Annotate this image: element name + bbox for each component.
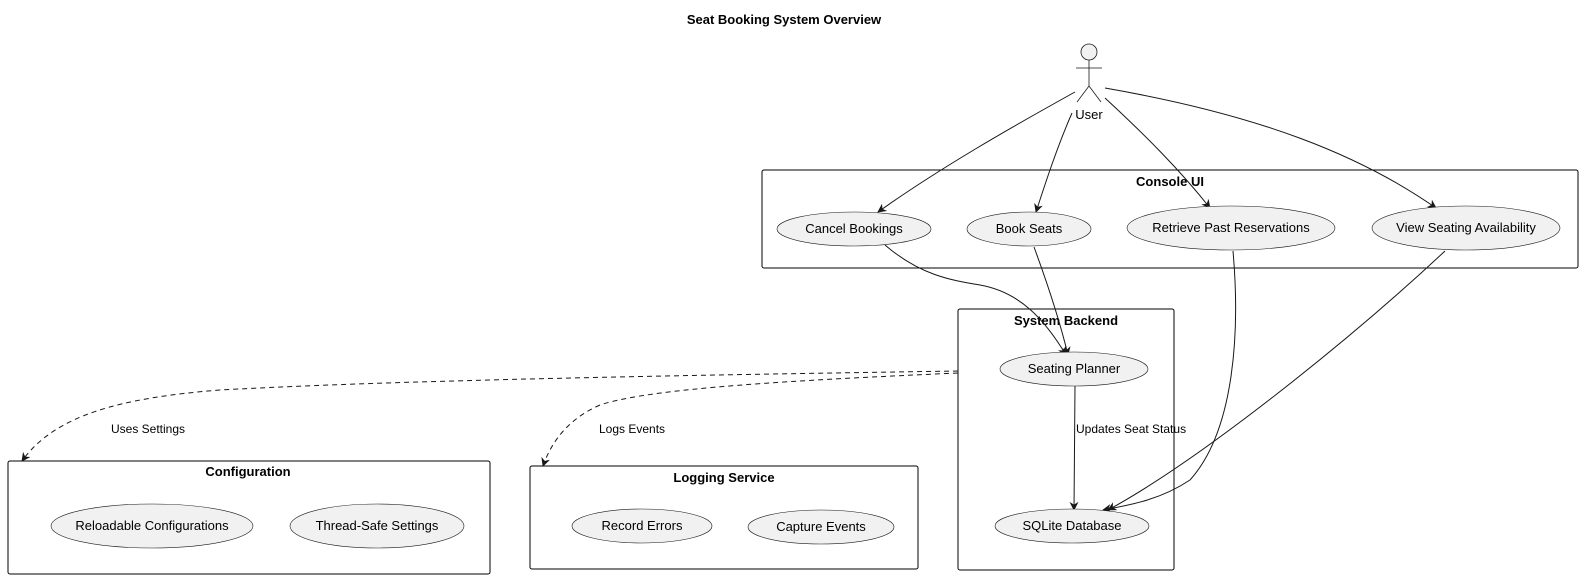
svg-text:Capture Events: Capture Events xyxy=(776,519,866,534)
edge-book-planner xyxy=(1033,246,1071,356)
svg-text:Book Seats: Book Seats xyxy=(996,221,1063,236)
edge-label-uses-settings: Uses Settings xyxy=(111,422,185,436)
package-label: Console UI xyxy=(1136,174,1204,189)
use-case-retrieve-past-reservations: Retrieve Past Reservations xyxy=(1126,205,1336,251)
edge-user-cancel xyxy=(877,91,1076,213)
actor-label: User xyxy=(1075,107,1103,122)
edge-cancel-planner xyxy=(884,244,1067,356)
use-case-cancel-bookings: Cancel Bookings xyxy=(776,211,932,247)
edge-retrieve-database xyxy=(1102,250,1237,513)
edge-label-logs-events: Logs Events xyxy=(599,422,665,436)
use-case-record-errors: Record Errors xyxy=(571,508,713,544)
edge-user-view xyxy=(1104,87,1437,209)
package-label: Configuration xyxy=(205,464,290,479)
edge-planner-database xyxy=(1069,385,1079,511)
edge-user-book xyxy=(1034,112,1073,213)
use-case-capture-events: Capture Events xyxy=(747,509,895,545)
edge-backend-logging xyxy=(541,372,959,467)
svg-text:Cancel Bookings: Cancel Bookings xyxy=(805,221,903,236)
package-label: Logging Service xyxy=(673,470,774,485)
edge-label-updates-seat-status: Updates Seat Status xyxy=(1076,422,1186,436)
edges xyxy=(21,87,1446,513)
svg-text:Retrieve Past Reservations: Retrieve Past Reservations xyxy=(1152,220,1310,235)
edge-backend-configuration xyxy=(21,370,959,462)
use-case-sqlite-database: SQLite Database xyxy=(994,508,1150,544)
svg-text:View Seating Availability: View Seating Availability xyxy=(1396,220,1536,235)
use-case-book-seats: Book Seats xyxy=(966,211,1092,247)
svg-text:Record Errors: Record Errors xyxy=(602,518,683,533)
svg-text:SQLite Database: SQLite Database xyxy=(1022,518,1121,533)
package-label: System Backend xyxy=(1014,313,1118,328)
edge-user-retrieve xyxy=(1104,97,1211,209)
svg-text:Thread-Safe Settings: Thread-Safe Settings xyxy=(316,518,439,533)
diagram-title: Seat Booking System Overview xyxy=(687,12,882,27)
actor-user: User xyxy=(1075,43,1103,122)
svg-text:Reloadable Configurations: Reloadable Configurations xyxy=(75,518,229,533)
edge-view-database xyxy=(1107,250,1446,511)
svg-text:Seating Planner: Seating Planner xyxy=(1028,361,1121,376)
use-case-view-seating-availability: View Seating Availability xyxy=(1371,205,1561,251)
actor-head-icon xyxy=(1080,43,1098,61)
use-case-reloadable-configurations: Reloadable Configurations xyxy=(50,503,254,549)
use-case-thread-safe-settings: Thread-Safe Settings xyxy=(289,503,465,549)
use-case-seating-planner: Seating Planner xyxy=(999,351,1149,387)
